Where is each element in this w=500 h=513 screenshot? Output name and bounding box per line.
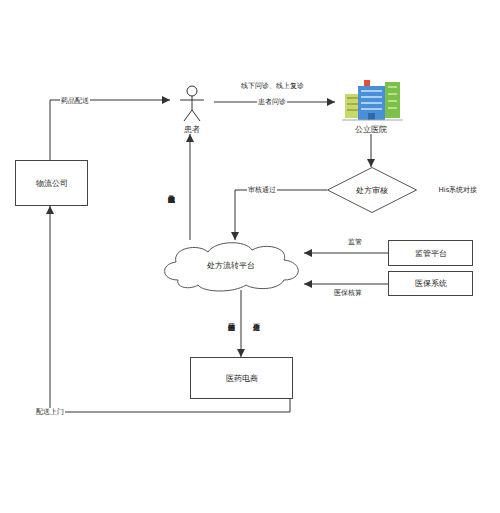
edge-label: 患者问诊 — [257, 98, 287, 106]
flow-arrow — [371, 134, 372, 167]
platform-cloud: 处方流转平台 — [158, 240, 304, 290]
process-box: 物流公司 — [15, 160, 88, 206]
flow-arrow — [50, 100, 170, 160]
process-box: 监管平台 — [388, 240, 473, 266]
node-text: 患者 — [184, 125, 200, 134]
edge-label: 配送上门 — [35, 408, 65, 416]
hospital-icon — [342, 80, 403, 120]
edge-label: 监管 — [347, 238, 363, 246]
decision-diamond: 处方审核 — [327, 167, 417, 213]
patient-figure — [180, 86, 204, 121]
flow-arrow — [190, 134, 191, 240]
edge-label: 审核通过 — [247, 186, 277, 194]
node-text: 物流公司 — [36, 179, 68, 188]
actor-node: 患者 — [170, 84, 214, 134]
flow-arrow — [304, 253, 388, 254]
node-text: 处方审核 — [356, 186, 388, 195]
flow-arrow — [241, 290, 242, 357]
process-box: 医保系统 — [388, 271, 473, 296]
edge-label: 医保核算 — [333, 289, 363, 297]
flow-arrow — [50, 206, 290, 412]
node-text: 监管平台 — [415, 249, 447, 258]
node-text: 处方流转平台 — [207, 261, 255, 270]
node-text: 医药电商 — [226, 374, 258, 383]
edge-label: 药品配送 — [60, 97, 90, 105]
annotation-text: His系统对接 — [438, 186, 479, 194]
process-box: 医药电商 — [190, 357, 293, 399]
node-text: 公立医院 — [355, 125, 387, 134]
flow-arrow — [235, 190, 327, 240]
flow-arrow — [304, 284, 388, 285]
hospital-node: 公立医院 — [335, 78, 407, 134]
annotation-text: 线下问诊、线上复诊 — [240, 82, 305, 90]
node-text: 医保系统 — [415, 279, 447, 288]
